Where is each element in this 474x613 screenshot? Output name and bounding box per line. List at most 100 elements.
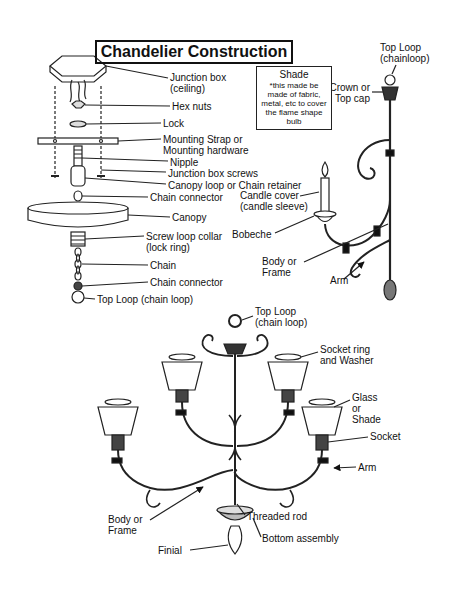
leader-line [334, 400, 350, 407]
nipple [74, 146, 82, 166]
part-label: Top Loop (chainloop) [380, 42, 435, 64]
part-label: Nipple [170, 157, 198, 168]
chain-link [75, 260, 81, 268]
leader-line [128, 215, 170, 217]
socket-ring [309, 399, 335, 405]
socket [282, 390, 294, 402]
part-label: Body or Frame [262, 256, 304, 278]
leader-line [392, 65, 396, 74]
socket [316, 435, 328, 450]
part-label: Socket [370, 431, 401, 442]
leader-line [328, 437, 368, 442]
part-label: Arm [330, 275, 348, 286]
part-label: Mounting Strap or Mounting hardware [163, 134, 263, 156]
leader-line [304, 224, 388, 262]
note-heading: Shade [260, 69, 328, 81]
leader-line [101, 170, 166, 172]
band [386, 150, 394, 156]
part-label: Bottom assembly [262, 533, 339, 544]
scroll [358, 140, 390, 179]
collar-ridge [71, 236, 85, 244]
strap-hole [100, 140, 103, 143]
leader-line [82, 282, 148, 286]
flame-bulb [322, 162, 328, 177]
leader-line [300, 192, 319, 196]
part-label: Arm [358, 462, 376, 473]
hex-nut [72, 101, 85, 108]
crown [224, 344, 246, 354]
junction-box [50, 66, 106, 82]
leader-line [190, 545, 228, 550]
part-label: Canopy [172, 212, 206, 223]
part-label: Glass or Shade [352, 392, 384, 425]
leader-line [85, 236, 144, 239]
pinecone-finial [384, 280, 396, 300]
note-box: Shade*this made be made of fabric, metal… [256, 66, 332, 130]
glass-shade [98, 407, 138, 435]
arm [118, 450, 233, 490]
part-label: Top Loop (chain loop) [97, 294, 193, 305]
scroll [147, 490, 160, 507]
top-loop [229, 315, 241, 327]
part-label: Body or Frame [108, 514, 150, 536]
scroll [351, 240, 390, 277]
socket-ring [105, 399, 131, 405]
band [318, 458, 328, 463]
junction-box [50, 56, 106, 76]
chain-connector [74, 282, 82, 290]
socket-ring [169, 354, 195, 360]
leader-arrow [150, 487, 203, 520]
chain-link [75, 272, 81, 280]
twisted-body [229, 415, 241, 460]
canopy-loop [71, 166, 85, 186]
scroll [202, 335, 233, 356]
socket-ring [275, 354, 301, 360]
leader-line [82, 196, 148, 197]
leader-line [82, 158, 168, 161]
part-label: Lock [163, 118, 184, 129]
part-label: Finial [158, 545, 182, 556]
part-label: Junction box screws [168, 168, 258, 179]
note-text: *this made be made of fabric, metal, etc… [260, 81, 328, 126]
band [112, 458, 122, 463]
part-label: Candle cover (candle sleeve) [240, 190, 315, 212]
screw-loop-collar [71, 232, 85, 246]
arm [182, 402, 233, 446]
diagram-title: Chandelier Construction [95, 40, 293, 64]
glass-shade [268, 362, 308, 390]
leader-line [372, 91, 383, 92]
chain-link [75, 248, 81, 256]
cup [317, 216, 333, 222]
chain-connector [74, 191, 82, 201]
scroll [237, 335, 268, 356]
wire [70, 80, 86, 102]
socket [176, 390, 188, 402]
leader-line [85, 178, 166, 184]
junction-box-screw [55, 86, 101, 178]
strap-hole [54, 140, 57, 143]
top-loop [385, 75, 395, 85]
leader-arrow [334, 467, 356, 468]
finial [228, 526, 241, 554]
lock-washer [70, 121, 86, 127]
part-label: Hex nuts [172, 101, 211, 112]
leader-line [275, 216, 314, 233]
frame [389, 100, 391, 280]
part-label: Chain connector [150, 192, 223, 203]
part-label: Top Loop (chain loop) [255, 306, 315, 328]
scroll [280, 490, 293, 507]
part-label: Chain [150, 260, 176, 271]
glass-shade [302, 407, 342, 435]
crown [382, 87, 398, 100]
band [284, 410, 294, 415]
canopy [28, 202, 128, 214]
part-label: Threaded rod [247, 511, 307, 522]
leader-line [82, 264, 148, 265]
leader-line [86, 123, 161, 124]
mounting-strap [38, 138, 118, 144]
part-label: Socket ring and Washer [320, 344, 382, 366]
socket [112, 435, 124, 450]
